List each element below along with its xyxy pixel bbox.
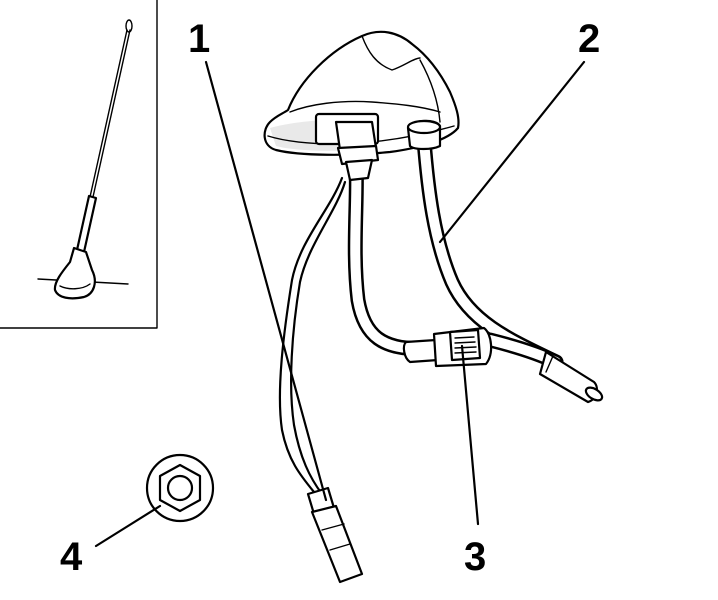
hex-nut — [145, 453, 215, 523]
cable-right-inner — [419, 135, 561, 367]
antenna-mast-inset — [0, 0, 158, 329]
coupler-ridges — [454, 336, 477, 354]
leader-line-1 — [204, 60, 328, 502]
mast-lower-segment — [75, 194, 98, 254]
cables — [278, 132, 564, 496]
callout-1: 1 — [188, 17, 210, 61]
coupler-grip — [448, 328, 482, 362]
mast-tip — [125, 19, 133, 33]
left-plug — [306, 486, 364, 584]
leader-line-4 — [94, 504, 162, 548]
inline-coupler — [402, 326, 493, 368]
callout-4: 4 — [60, 535, 83, 579]
leader-line-2 — [438, 60, 586, 244]
antenna-housing — [263, 30, 460, 182]
inset-frame — [0, 0, 158, 329]
housing-right-face — [419, 59, 441, 123]
housing-flank — [289, 100, 441, 113]
callout-3: 3 — [464, 535, 486, 579]
callout-2: 2 — [578, 17, 600, 61]
right-plug-tip — [584, 386, 604, 402]
right-connector-top — [406, 119, 442, 135]
mast-base-detail — [59, 283, 91, 290]
right-plug-ring — [545, 355, 554, 373]
housing-top-ridge — [361, 35, 421, 71]
right-plug — [538, 350, 604, 404]
thin-wire-second-strand — [290, 180, 347, 496]
leader-lines — [94, 60, 586, 548]
mast-rod — [89, 29, 131, 198]
nut-bore — [166, 474, 194, 502]
coupler-left-sleeve — [402, 338, 440, 364]
left-plug-body — [310, 504, 364, 584]
leader-line-3 — [460, 344, 480, 526]
cable-left-inner — [350, 155, 435, 354]
mast-base — [53, 246, 96, 300]
left-plug-detail — [321, 523, 351, 551]
left-connector-stem — [344, 158, 374, 182]
